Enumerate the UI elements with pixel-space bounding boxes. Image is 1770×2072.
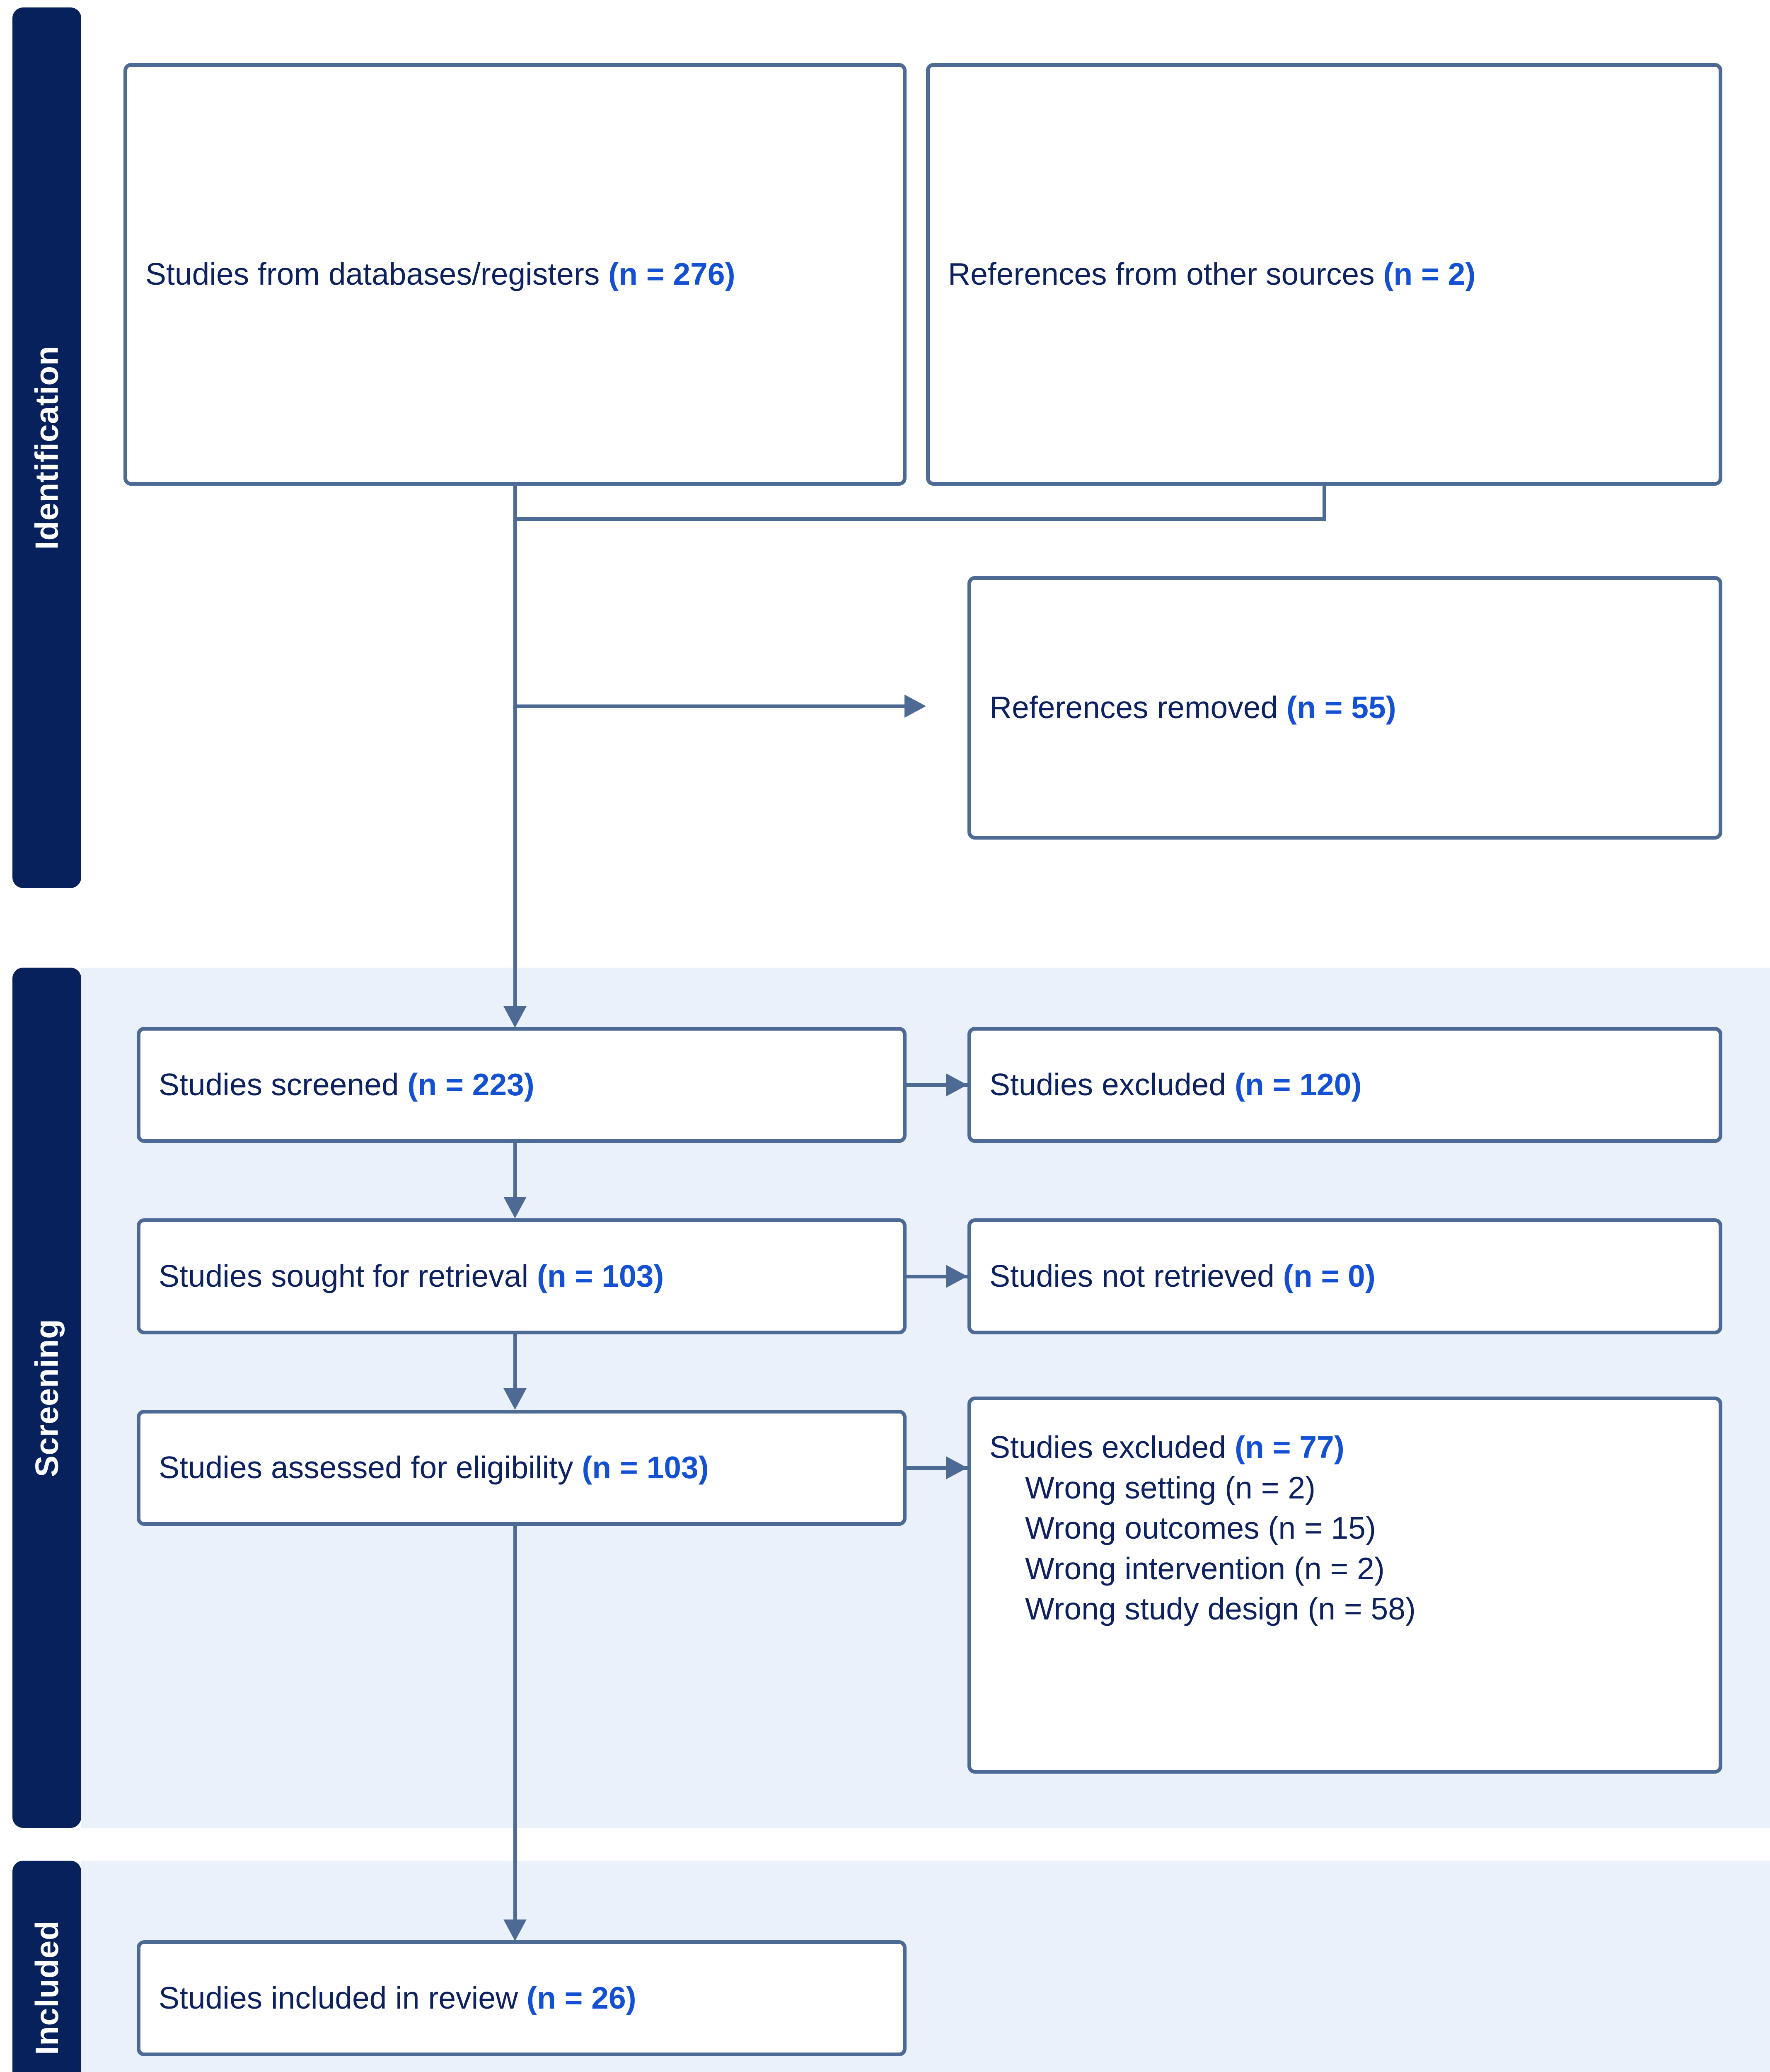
sought-count: (n = 103)	[537, 1259, 664, 1294]
references-removed-count: (n = 55)	[1286, 690, 1396, 725]
connector-to-references-removed	[513, 704, 909, 708]
stage-label-screening: Screening	[28, 1319, 65, 1477]
box-studies-excluded-screened-text: Studies excluded (n = 120)	[971, 1065, 1380, 1105]
box-studies-excluded-eligibility-text: Studies excluded (n = 77) Wrong setting …	[971, 1400, 1434, 1629]
connector-sought-to-assessed	[513, 1334, 517, 1388]
box-references-other-sources-text: References from other sources (n = 2)	[930, 254, 1494, 295]
stage-bar-identification: Identification	[12, 7, 81, 888]
excluded-eligibility-label: Studies excluded	[989, 1430, 1235, 1464]
box-studies-screened-text: Studies screened (n = 223)	[140, 1065, 553, 1105]
box-references-removed: References removed (n = 55)	[967, 576, 1722, 840]
box-studies-sought: Studies sought for retrieval (n = 103)	[137, 1218, 907, 1334]
screened-count: (n = 223)	[407, 1067, 534, 1102]
list-item: Wrong intervention (n = 2)	[1025, 1551, 1385, 1586]
screened-label: Studies screened	[159, 1067, 408, 1102]
arrow-assessed-to-excluded	[946, 1456, 967, 1479]
included-review-label: Studies included in review	[159, 1980, 527, 2016]
connector-other-sources-down	[1323, 486, 1326, 517]
other-sources-label: References from other sources	[948, 257, 1383, 292]
excluded-screened-label: Studies excluded	[989, 1067, 1235, 1102]
box-studies-screened: Studies screened (n = 223)	[137, 1027, 907, 1143]
connector-screened-to-excluded	[907, 1083, 967, 1087]
not-retrieved-label: Studies not retrieved	[989, 1259, 1283, 1294]
arrow-to-screened	[503, 1006, 527, 1028]
stage-label-identification: Identification	[28, 346, 65, 550]
arrow-screened-to-excluded	[946, 1073, 967, 1097]
list-item: Wrong setting (n = 2)	[1025, 1470, 1316, 1505]
included-review-count: (n = 26)	[527, 1980, 636, 2016]
connector-merge-horizontal	[513, 517, 1326, 521]
arrow-to-included	[503, 1920, 527, 1941]
stage-bar-screening: Screening	[12, 968, 81, 1828]
other-sources-count: (n = 2)	[1383, 257, 1476, 292]
sought-label: Studies sought for retrieval	[159, 1259, 537, 1294]
databases-label: Studies from databases/registers	[145, 257, 609, 292]
box-studies-included-review: Studies included in review (n = 26)	[137, 1940, 907, 2056]
databases-count: (n = 276)	[608, 257, 735, 292]
references-removed-label: References removed	[989, 690, 1287, 725]
arrow-sought-to-assessed	[503, 1388, 527, 1410]
exclusion-reason-list: Wrong setting (n = 2) Wrong outcomes (n …	[989, 1468, 1416, 1629]
connector-assessed-to-excluded	[907, 1466, 967, 1470]
connector-assessed-to-included	[513, 1526, 517, 1920]
box-studies-not-retrieved: Studies not retrieved (n = 0)	[967, 1218, 1722, 1334]
connector-sought-to-not-retrieved	[907, 1275, 967, 1278]
box-studies-assessed-text: Studies assessed for eligibility (n = 10…	[140, 1447, 727, 1488]
stage-bar-included: Included	[12, 1861, 81, 2072]
excluded-screened-count: (n = 120)	[1235, 1067, 1362, 1102]
arrow-screened-to-sought	[503, 1197, 527, 1218]
excluded-eligibility-heading: Studies excluded (n = 77)	[989, 1427, 1416, 1468]
stage-label-included: Included	[28, 1920, 65, 2055]
arrow-to-references-removed	[904, 695, 926, 718]
box-references-removed-text: References removed (n = 55)	[971, 687, 1415, 728]
connector-databases-down	[513, 486, 517, 517]
box-studies-included-review-text: Studies included in review (n = 26)	[140, 1978, 655, 2019]
box-references-other-sources: References from other sources (n = 2)	[926, 63, 1722, 486]
box-studies-excluded-screened: Studies excluded (n = 120)	[967, 1027, 1722, 1143]
list-item: Wrong outcomes (n = 15)	[1025, 1510, 1376, 1545]
not-retrieved-count: (n = 0)	[1283, 1259, 1376, 1294]
box-studies-from-databases-text: Studies from databases/registers (n = 27…	[127, 254, 754, 295]
connector-screened-to-sought	[513, 1143, 517, 1197]
assessed-label: Studies assessed for eligibility	[159, 1450, 582, 1485]
box-studies-from-databases: Studies from databases/registers (n = 27…	[123, 63, 907, 486]
box-studies-not-retrieved-text: Studies not retrieved (n = 0)	[971, 1256, 1394, 1297]
box-studies-sought-text: Studies sought for retrieval (n = 103)	[140, 1256, 682, 1297]
connector-main-trunk	[513, 517, 517, 1006]
excluded-eligibility-count: (n = 77)	[1235, 1430, 1344, 1464]
arrow-sought-to-not-retrieved	[946, 1265, 967, 1288]
assessed-count: (n = 103)	[582, 1450, 709, 1485]
box-studies-assessed: Studies assessed for eligibility (n = 10…	[137, 1410, 907, 1526]
box-studies-excluded-eligibility: Studies excluded (n = 77) Wrong setting …	[967, 1397, 1722, 1774]
list-item: Wrong study design (n = 58)	[1025, 1591, 1416, 1626]
